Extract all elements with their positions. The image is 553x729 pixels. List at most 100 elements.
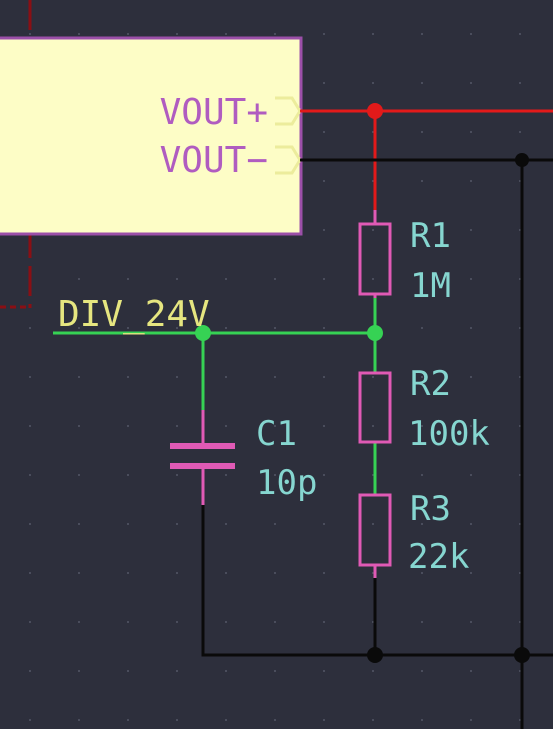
r1-reference: R1 — [410, 216, 451, 256]
grid-dot — [127, 670, 129, 672]
grid-dot — [470, 523, 472, 525]
grid-dot — [176, 621, 178, 623]
grid-dot — [127, 621, 129, 623]
grid-dot — [78, 621, 80, 623]
grid-dot — [78, 474, 80, 476]
junction-ground-mid[interactable] — [367, 647, 383, 663]
grid-dot — [421, 621, 423, 623]
grid-dot — [323, 327, 325, 329]
grid-dot — [519, 33, 521, 35]
pin-vout-minus[interactable]: VOUT− — [160, 140, 302, 181]
junctions — [195, 103, 530, 663]
grid-dot — [176, 278, 178, 280]
grid-dot — [372, 572, 374, 574]
junction-div-24v-right[interactable] — [367, 325, 383, 341]
junction-ground-right[interactable] — [514, 647, 530, 663]
grid-dot — [323, 82, 325, 84]
grid-dot — [225, 278, 227, 280]
grid-dot — [176, 523, 178, 525]
grid-dot — [519, 474, 521, 476]
grid-dot — [372, 131, 374, 133]
r3-value: 22k — [408, 537, 469, 577]
grid-dot — [274, 670, 276, 672]
grid-dot — [323, 376, 325, 378]
grid-dot — [372, 33, 374, 35]
net-label-div-24v[interactable]: DIV_24V — [58, 294, 210, 335]
junction-div-24v-left[interactable] — [195, 325, 211, 341]
r1-body — [358, 222, 392, 296]
grid-dot — [470, 621, 472, 623]
grid-dot — [225, 670, 227, 672]
resistor-r2[interactable]: R2 100k — [358, 364, 490, 454]
grid-dot — [470, 376, 472, 378]
grid-dot — [127, 523, 129, 525]
grid-dot — [470, 474, 472, 476]
grid-dot — [372, 719, 374, 721]
grid-dot — [421, 719, 423, 721]
grid-dot — [519, 327, 521, 329]
grid-dot — [225, 572, 227, 574]
grid-dot — [274, 278, 276, 280]
grid-dot — [29, 719, 31, 721]
grid-dot — [421, 82, 423, 84]
power-module-body[interactable] — [0, 36, 303, 236]
grid-dot — [421, 572, 423, 574]
grid-dot — [372, 82, 374, 84]
grid-dot — [29, 572, 31, 574]
grid-dot — [519, 621, 521, 623]
grid-dot — [470, 33, 472, 35]
grid-dot — [470, 719, 472, 721]
grid-dot — [519, 278, 521, 280]
grid-dot — [372, 474, 374, 476]
grid-dot — [421, 229, 423, 231]
grid-dot — [372, 670, 374, 672]
grid-dot — [127, 474, 129, 476]
pin-vout-plus-label: VOUT+ — [160, 92, 268, 133]
pin-vout-minus-label: VOUT− — [160, 140, 268, 181]
grid-dot — [421, 670, 423, 672]
grid-dot — [421, 376, 423, 378]
grid-dot — [274, 327, 276, 329]
grid-dot — [176, 719, 178, 721]
resistor-r3[interactable]: R3 22k — [358, 489, 469, 578]
wire-ground[interactable] — [201, 505, 553, 657]
grid-dot — [78, 670, 80, 672]
grid-dot — [176, 572, 178, 574]
grid-dot — [78, 523, 80, 525]
grid-dot — [176, 670, 178, 672]
grid-dot — [470, 82, 472, 84]
grid-dot — [519, 82, 521, 84]
wire-vout-plus[interactable] — [300, 109, 553, 222]
grid-dot — [470, 229, 472, 231]
grid-dot — [323, 523, 325, 525]
grid-dot — [78, 376, 80, 378]
c1-value: 10p — [256, 463, 317, 503]
grid-dot — [127, 376, 129, 378]
grid-dot — [323, 278, 325, 280]
grid-dot — [372, 425, 374, 427]
grid-dot — [225, 474, 227, 476]
grid-dot — [519, 229, 521, 231]
capacitor-c1[interactable]: C1 10p — [170, 410, 317, 505]
grid-dot — [470, 572, 472, 574]
junction-vout-plus[interactable] — [367, 103, 383, 119]
resistor-r1[interactable]: R1 1M — [358, 210, 451, 306]
pin-vout-plus[interactable]: VOUT+ — [160, 92, 302, 133]
grid-dot — [78, 278, 80, 280]
grid-dot — [470, 278, 472, 280]
grid-dot — [421, 180, 423, 182]
grid-dot — [323, 621, 325, 623]
grid-dot — [176, 327, 178, 329]
grid-dot — [225, 523, 227, 525]
grid-dot — [225, 327, 227, 329]
junction-vout-minus[interactable] — [515, 153, 529, 167]
grid-dot — [519, 523, 521, 525]
wire-vout-minus[interactable] — [300, 158, 553, 729]
grid-dot — [323, 131, 325, 133]
r3-body — [358, 493, 392, 567]
grid-dot — [421, 425, 423, 427]
grid-dot — [274, 621, 276, 623]
grid-dot — [78, 425, 80, 427]
grid-dot — [323, 425, 325, 427]
